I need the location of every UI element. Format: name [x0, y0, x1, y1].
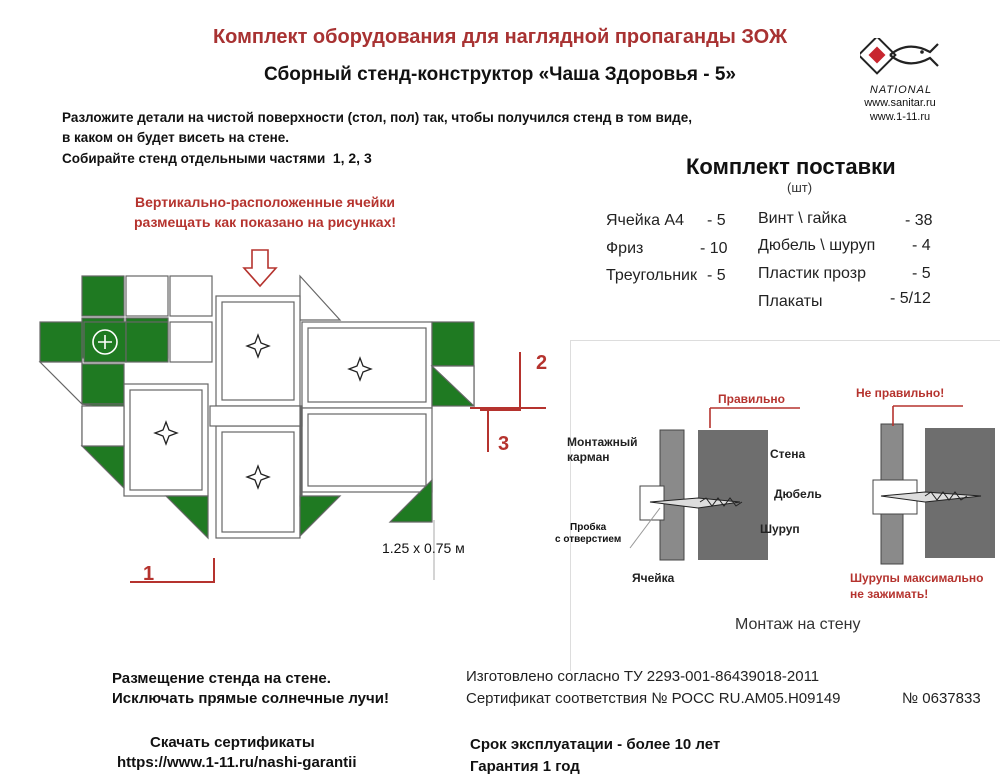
instruction-line-3: Собирайте стенд отдельными частями 1, 2,…	[62, 148, 692, 169]
pocket-line-1: Монтажный	[567, 435, 638, 449]
correct-label: Правильно	[718, 392, 785, 406]
part-2-label: 2	[536, 352, 548, 374]
placement-line-1: Размещение стенда на стене.	[112, 670, 331, 687]
stand-size: 1.25 х 0.75 м	[382, 540, 465, 556]
plug-line-2: с отверстием	[555, 534, 622, 545]
triangle	[38, 361, 83, 406]
kit-item-name: Винт \ гайка	[758, 210, 847, 227]
green-cell	[39, 321, 83, 363]
warning-line-2: размещать как показано на рисунках!	[133, 214, 397, 230]
main-title: Комплект оборудования для наглядной проп…	[212, 26, 788, 48]
cell-label: Ячейка	[632, 571, 675, 585]
instruction-line-2: в каком он будет висеть на стене.	[62, 130, 289, 145]
kit-title: Комплект поставки	[686, 154, 896, 179]
emblem-icon	[92, 329, 118, 355]
stand-assembly-diagram	[38, 249, 546, 583]
download-label: Скачать сертификаты	[150, 734, 315, 751]
warranty: Гарантия 1 год	[470, 758, 580, 775]
kit-item-name: Ячейка А4	[606, 212, 684, 229]
vertical-cells-warning: Вертикально-расположенные ячейки размеща…	[100, 192, 430, 232]
screw-warning-line-1: Шурупы максимально	[850, 571, 984, 585]
screw-warning: Шурупы максимально не зажимать!	[850, 570, 984, 602]
part-3-marker	[470, 407, 546, 452]
kit-item-name: Фриз	[606, 240, 644, 257]
sparkle-icon	[153, 420, 179, 446]
kit-item-name: Пластик прозр	[758, 265, 866, 282]
sparkle-icon	[347, 356, 373, 382]
green-cell	[81, 363, 125, 405]
instructions: Разложите детали на чистой поверхности (…	[62, 108, 692, 169]
national-logo-icon	[857, 35, 939, 75]
kit-item-name: Плакаты	[758, 293, 823, 310]
wrong-label: Не правильно!	[856, 386, 945, 400]
lifetime: Срок эксплуатации - более 10 лет	[470, 736, 721, 753]
frieze	[209, 405, 303, 427]
logo-brand: NATIONAL	[869, 84, 933, 96]
logo-site-1[interactable]: www.sanitar.ru	[864, 97, 936, 109]
dowel-label: Дюбель	[774, 487, 822, 501]
kit-item-name: Дюбель \ шуруп	[758, 237, 876, 254]
logo-site-2[interactable]: www.1-11.ru	[869, 111, 931, 123]
screw-label: Шуруп	[760, 522, 800, 536]
certificate-number: № 0637833	[902, 690, 981, 707]
white-cell	[125, 275, 169, 317]
kit-item-qty: - 10	[700, 240, 728, 257]
green-cell	[125, 321, 169, 363]
white-cell	[169, 321, 213, 363]
part-3-label: 3	[498, 433, 510, 455]
download-link[interactable]: https://www.1-11.ru/nashi-garantii	[117, 754, 357, 771]
green-triangle	[164, 495, 209, 540]
kit-item-qty: - 4	[912, 237, 931, 254]
instruction-line-3-text: Собирайте стенд отдельными частями	[62, 151, 326, 166]
part-2-marker	[480, 352, 521, 411]
kit-unit: (шт)	[787, 180, 813, 195]
pocket-line-2: карман	[567, 450, 610, 464]
green-triangle	[388, 478, 433, 523]
kit-item-qty: - 5	[912, 265, 931, 282]
certificate: Сертификат соответствия № РОСС RU.АМ05.Н…	[466, 690, 841, 707]
warning-line-1: Вертикально-расположенные ячейки	[135, 194, 395, 210]
green-triangle	[299, 495, 342, 538]
subtitle: Сборный стенд-конструктор «Чаша Здоровья…	[264, 64, 736, 85]
mounting-wrong-diagram	[872, 405, 995, 565]
part-1-label: 1	[143, 563, 155, 585]
sparkle-icon	[245, 333, 271, 359]
mount-caption: Монтаж на стену	[735, 616, 861, 633]
arrow-down-icon	[242, 249, 278, 288]
made-by: Изготовлено согласно ТУ 2293-001-8643901…	[466, 668, 820, 685]
screw-warning-line-2: не зажимать!	[850, 587, 929, 601]
mounting-correct-diagram	[629, 407, 800, 561]
kit-item-qty: - 5	[707, 212, 726, 229]
green-triangle	[80, 445, 125, 490]
instruction-line-1: Разложите детали на чистой поверхности (…	[62, 110, 692, 125]
kit-item-qty: - 5/12	[890, 290, 931, 307]
plug-line-1: Пробка	[570, 522, 607, 533]
wall-label: Стена	[770, 447, 806, 461]
kit-item-qty: - 5	[707, 267, 726, 284]
mount-panel-border	[570, 340, 1000, 671]
sparkle-icon	[245, 464, 271, 490]
part-1-marker	[130, 558, 215, 583]
instruction-parts: 1, 2, 3	[332, 150, 372, 166]
white-cell	[169, 275, 213, 317]
placement-line-2: Исключать прямые солнечные лучи!	[112, 690, 389, 707]
kit-item-qty: - 38	[905, 212, 933, 229]
kit-item-name: Треугольник	[606, 267, 697, 284]
wall	[698, 430, 768, 560]
green-cell	[431, 321, 475, 367]
green-cell	[81, 275, 125, 317]
logo: NATIONAL	[857, 35, 942, 98]
triangle	[299, 274, 342, 321]
